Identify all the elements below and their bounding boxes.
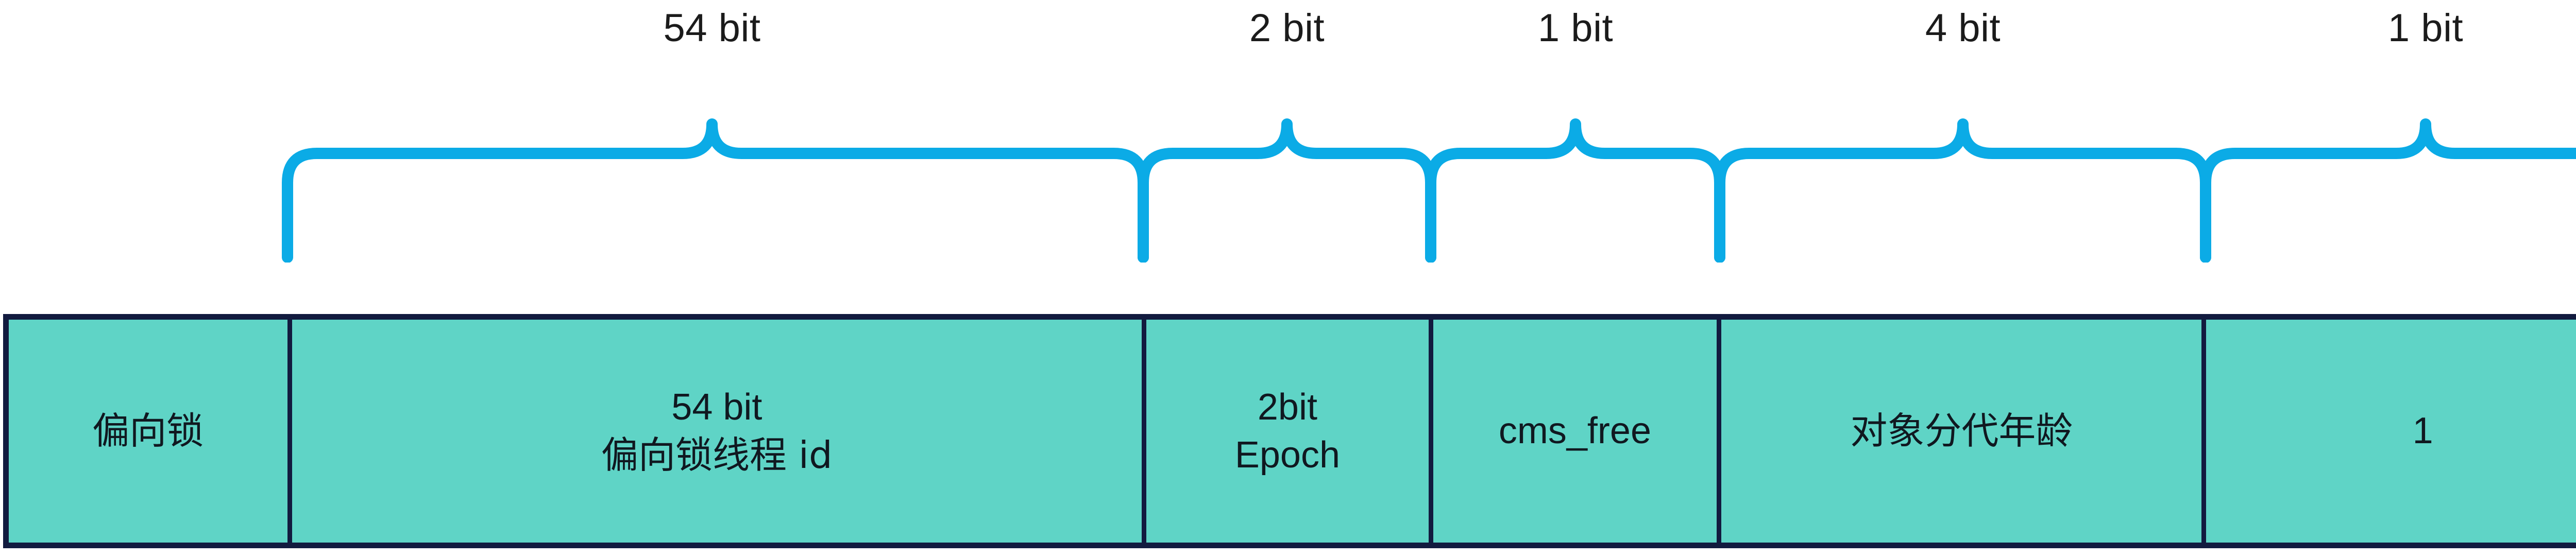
cell-epoch-line-2: Epoch bbox=[1234, 434, 1340, 476]
brace-4bit bbox=[1714, 118, 2211, 263]
cell-object-age: 对象分代年龄 bbox=[1721, 320, 2202, 543]
bit-label-2bit: 2 bit bbox=[1249, 6, 1325, 50]
cell-thread-id: 54 bit 偏向锁线程 id bbox=[292, 320, 1142, 543]
mark-word-table: 偏向锁 54 bit 偏向锁线程 id 2bit Epoch cms_free … bbox=[3, 314, 2576, 548]
bit-label-4bit: 4 bit bbox=[1925, 6, 2001, 50]
cell-epoch: 2bit Epoch bbox=[1146, 320, 1429, 543]
brace-54bit bbox=[282, 118, 1149, 263]
cell-biased-lock: 偏向锁 bbox=[9, 320, 287, 543]
cell-cms-free: cms_free bbox=[1433, 320, 1717, 543]
cell-epoch-line-1: 2bit bbox=[1257, 387, 1317, 428]
bit-label-54bit: 54 bit bbox=[663, 6, 761, 50]
cell-biased-flag: 1 bbox=[2206, 320, 2576, 543]
bit-label-1bit-2: 1 bit bbox=[2387, 6, 2464, 50]
cell-thread-id-line-2: 偏向锁线程 id bbox=[601, 433, 833, 477]
brace-1bit-2 bbox=[2200, 118, 2576, 263]
cell-object-age-line-1: 对象分代年龄 bbox=[1850, 409, 2073, 453]
cell-biased-lock-line-1: 偏向锁 bbox=[92, 409, 204, 453]
brace-2bit bbox=[1138, 118, 1436, 263]
cell-biased-flag-line-1: 1 bbox=[2412, 410, 2433, 452]
bit-label-1bit: 1 bit bbox=[1537, 6, 1614, 50]
brace-group bbox=[0, 93, 2576, 263]
cell-cms-free-line-1: cms_free bbox=[1498, 410, 1651, 452]
brace-1bit bbox=[1425, 118, 1725, 263]
cell-thread-id-line-1: 54 bit bbox=[671, 387, 762, 428]
